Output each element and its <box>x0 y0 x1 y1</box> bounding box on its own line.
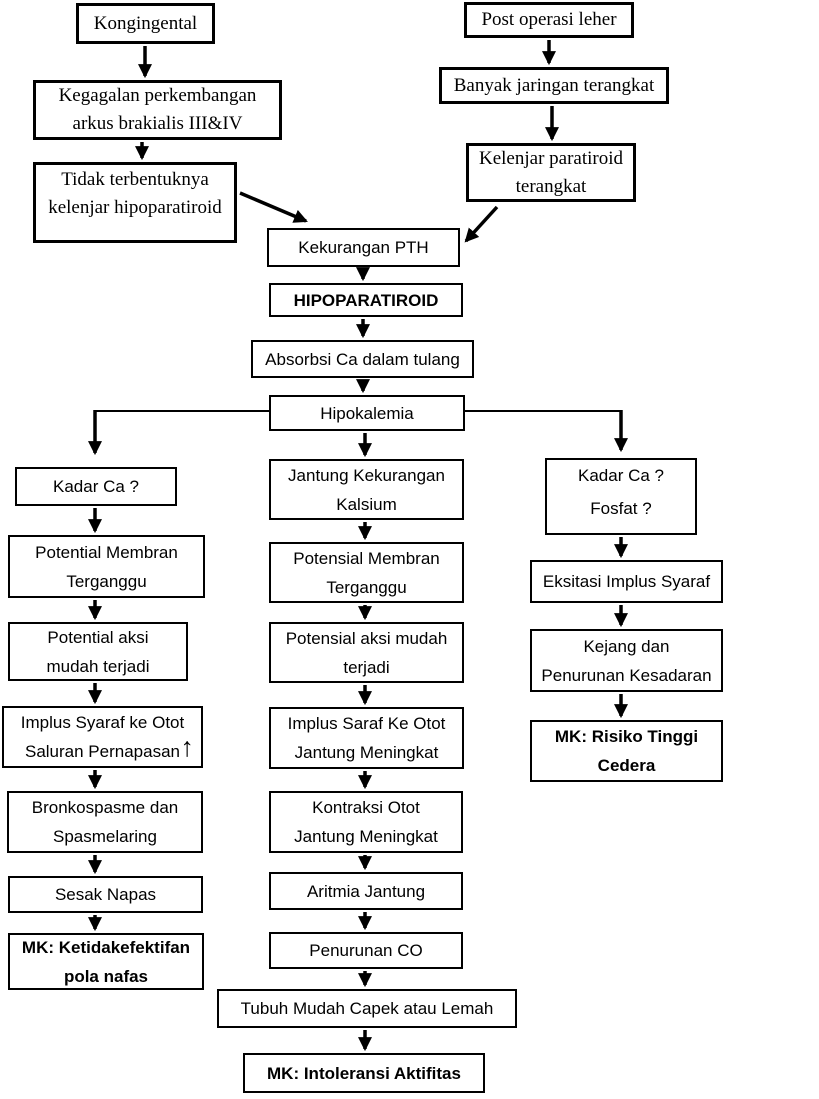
node-jantung-kekurangan: Jantung Kekurangan Kalsium <box>269 459 464 520</box>
node-implus-saraf-jantung: Implus Saraf Ke Otot Jantung Meningkat <box>269 707 464 769</box>
node-mk-intoleransi: MK: Intoleransi Aktifitas <box>243 1053 485 1093</box>
node-tubuh-mudah-capek: Tubuh Mudah Capek atau Lemah <box>217 989 517 1028</box>
node-label: Post operasi leher <box>481 9 617 30</box>
node-label: Kadar Ca ? <box>53 477 139 496</box>
node-label: Kekurangan PTH <box>298 238 429 257</box>
node-absorbsi-ca: Absorbsi Ca dalam tulang <box>251 340 474 378</box>
node-kadar-ca-left: Kadar Ca ? <box>15 467 177 506</box>
node-potensial-membran: Potensial Membran Terganggu <box>269 542 464 603</box>
node-label: Penurunan CO <box>309 941 423 960</box>
node-label: Kongingental <box>93 12 198 34</box>
node-label: Kontraksi Otot Jantung Meningkat <box>294 798 438 846</box>
node-label: Potential aksi mudah terjadi <box>46 627 150 676</box>
node-label: Hipokalemia <box>320 403 414 423</box>
node-label: Implus Syaraf ke Otot Saluran Pernapasan <box>20 713 185 761</box>
arrow-up-icon: ↑ <box>180 732 195 762</box>
node-potential-membran: Potential Membran Terganggu <box>8 535 205 598</box>
node-label: Tubuh Mudah Capek atau Lemah <box>240 999 494 1018</box>
node-label: Absorbsi Ca dalam tulang <box>265 349 460 369</box>
node-label: Bronkospasme dan Spasmelaring <box>31 798 179 846</box>
node-label: HIPOPARATIROID <box>293 290 439 310</box>
node-label: MK: Ketidakefektifan pola nafas <box>21 937 191 986</box>
node-penurunan-co: Penurunan CO <box>269 932 463 969</box>
node-mk-pola-nafas: MK: Ketidakefektifan pola nafas <box>8 933 204 990</box>
node-label: Potensial Membran Terganggu <box>293 548 440 597</box>
node-bronkospasme: Bronkospasme dan Spasmelaring <box>7 791 203 853</box>
node-label: Implus Saraf Ke Otot Jantung Meningkat <box>287 714 446 762</box>
node-tidak-terbentuknya: Tidak terbentuknya kelenjar hipoparatiro… <box>33 162 237 243</box>
node-label: Jantung Kekurangan Kalsium <box>288 465 445 514</box>
node-label: Sesak Napas <box>54 885 157 904</box>
node-label: Eksitasi Implus Syaraf <box>542 572 711 591</box>
node-potensial-aksi: Potensial aksi mudah terjadi <box>269 622 464 683</box>
node-label: Kegagalan perkembangan arkus brakialis I… <box>58 85 257 134</box>
node-label: Kadar Ca ? Fosfat ? <box>578 465 664 518</box>
node-label: Tidak terbentuknya kelenjar hipoparatiro… <box>48 168 222 218</box>
node-kejang-penurunan: Kejang dan Penurunan Kesadaran <box>530 629 723 692</box>
node-kadar-ca-fosfat: Kadar Ca ? Fosfat ? <box>545 458 697 535</box>
node-kekurangan-pth: Kekurangan PTH <box>267 228 460 267</box>
node-eksitasi-implus: Eksitasi Implus Syaraf <box>530 560 723 603</box>
node-kongingental: Kongingental <box>76 3 215 44</box>
node-aritmia-jantung: Aritmia Jantung <box>269 872 463 910</box>
node-kegagalan-perkembangan: Kegagalan perkembangan arkus brakialis I… <box>33 80 282 140</box>
node-banyak-jaringan: Banyak jaringan terangkat <box>439 67 669 104</box>
node-kontraksi-otot: Kontraksi Otot Jantung Meningkat <box>269 791 463 853</box>
node-implus-syaraf-otot: Implus Syaraf ke Otot Saluran Pernapasan… <box>2 706 203 768</box>
node-sesak-napas: Sesak Napas <box>8 876 203 913</box>
node-kelenjar-paratiroid: Kelenjar paratiroid terangkat <box>466 143 636 202</box>
node-label: Potential Membran Terganggu <box>35 542 178 591</box>
node-label: Kelenjar paratiroid terangkat <box>478 147 623 197</box>
node-label: MK: Intoleransi Aktifitas <box>267 1063 461 1083</box>
node-hipoparatiroid: HIPOPARATIROID <box>269 283 463 317</box>
node-potential-aksi: Potential aksi mudah terjadi <box>8 622 188 681</box>
node-hipokalemia: Hipokalemia <box>269 395 465 431</box>
node-label: Kejang dan Penurunan Kesadaran <box>541 636 712 685</box>
node-label: Banyak jaringan terangkat <box>453 74 655 96</box>
node-label: Potensial aksi mudah terjadi <box>285 628 448 677</box>
node-mk-risiko-cedera: MK: Risiko Tinggi Cedera <box>530 720 723 782</box>
node-post-operasi-leher: Post operasi leher <box>464 2 634 38</box>
node-label: MK: Risiko Tinggi Cedera <box>554 727 699 775</box>
node-label: Aritmia Jantung <box>306 881 426 901</box>
